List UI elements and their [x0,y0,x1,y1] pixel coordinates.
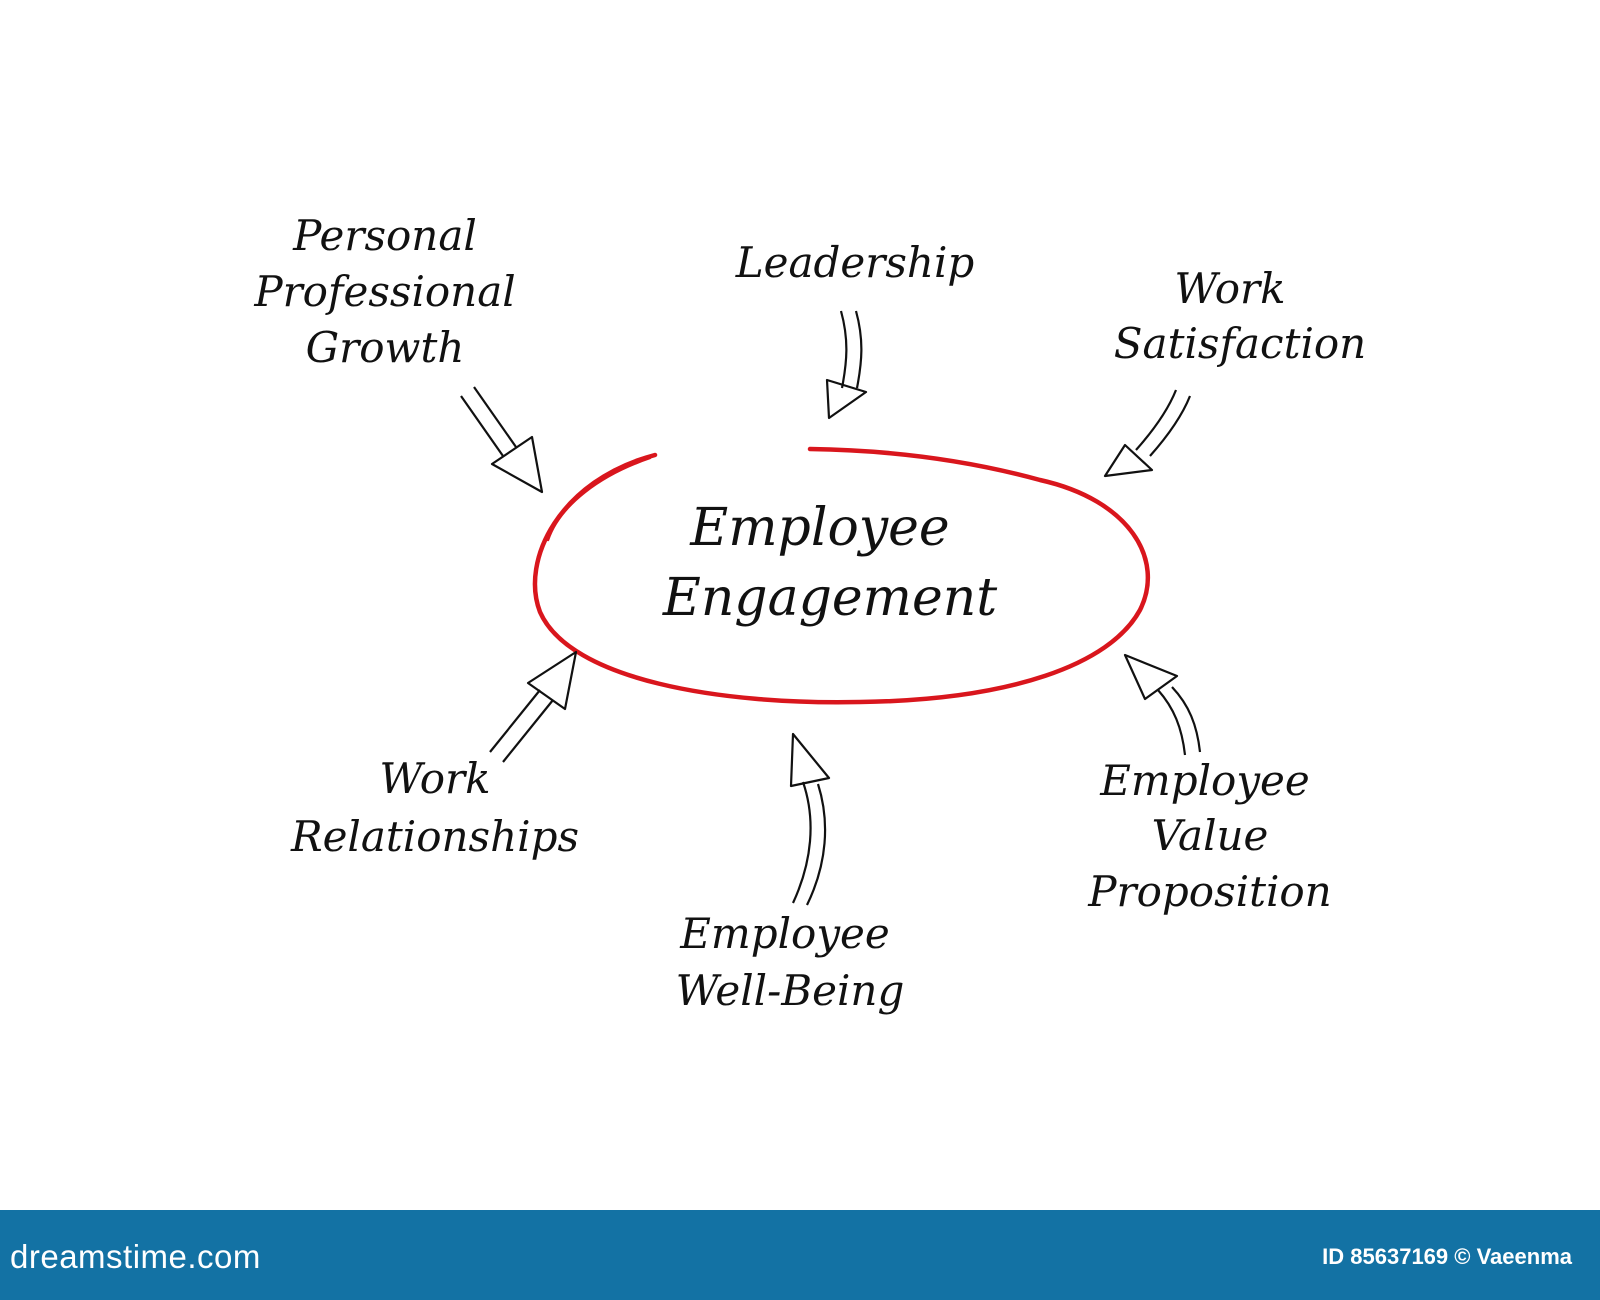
node-employee-value-proposition-line-2: Value [1152,811,1269,860]
node-personal-professional-growth-line-2: Professional [253,267,515,316]
node-work-relationships-line-2: Relationships [290,812,579,861]
node-work-relationships-line-1: Work [379,754,490,803]
employee-engagement-diagram: Employee Engagement Personal Professiona… [253,211,1366,1015]
center-label-line-2: Engagement [662,568,997,628]
node-work-satisfaction-line-1: Work [1174,264,1285,313]
node-personal-professional-growth-line-3: Growth [306,323,465,372]
center-ellipse [532,446,1151,705]
arrow-to-center-from-employee-value-proposition [1123,653,1202,756]
image-credit: ID 85637169 © Vaeenma [1322,1244,1572,1269]
node-employee-well-being-line-1: Employee [679,909,890,958]
node-work-satisfaction-line-2: Satisfaction [1114,319,1366,368]
brand-logo[interactable]: dreamstime.com [10,1238,261,1275]
center-label-line-1: Employee [689,498,949,558]
node-employee-value-proposition-line-3: Proposition [1087,867,1331,916]
arrow-to-center-from-employee-well-being [789,732,831,906]
arrow-from-personal-professional-growth [460,386,544,494]
arrow-from-work-satisfaction [1103,389,1192,478]
node-employee-well-being-line-2: Well-Being [676,966,905,1015]
node-employee-value-proposition-line-1: Employee [1099,756,1310,805]
node-personal-professional-growth-line-1: Personal [292,211,477,260]
node-leadership-line-1: Leadership [735,238,975,287]
footer-bar: dreamstime.com ID 85637169 © Vaeenma [0,1210,1600,1300]
arrow-to-center-from-work-relationships [489,650,578,763]
arrow-from-leadership [825,310,868,420]
